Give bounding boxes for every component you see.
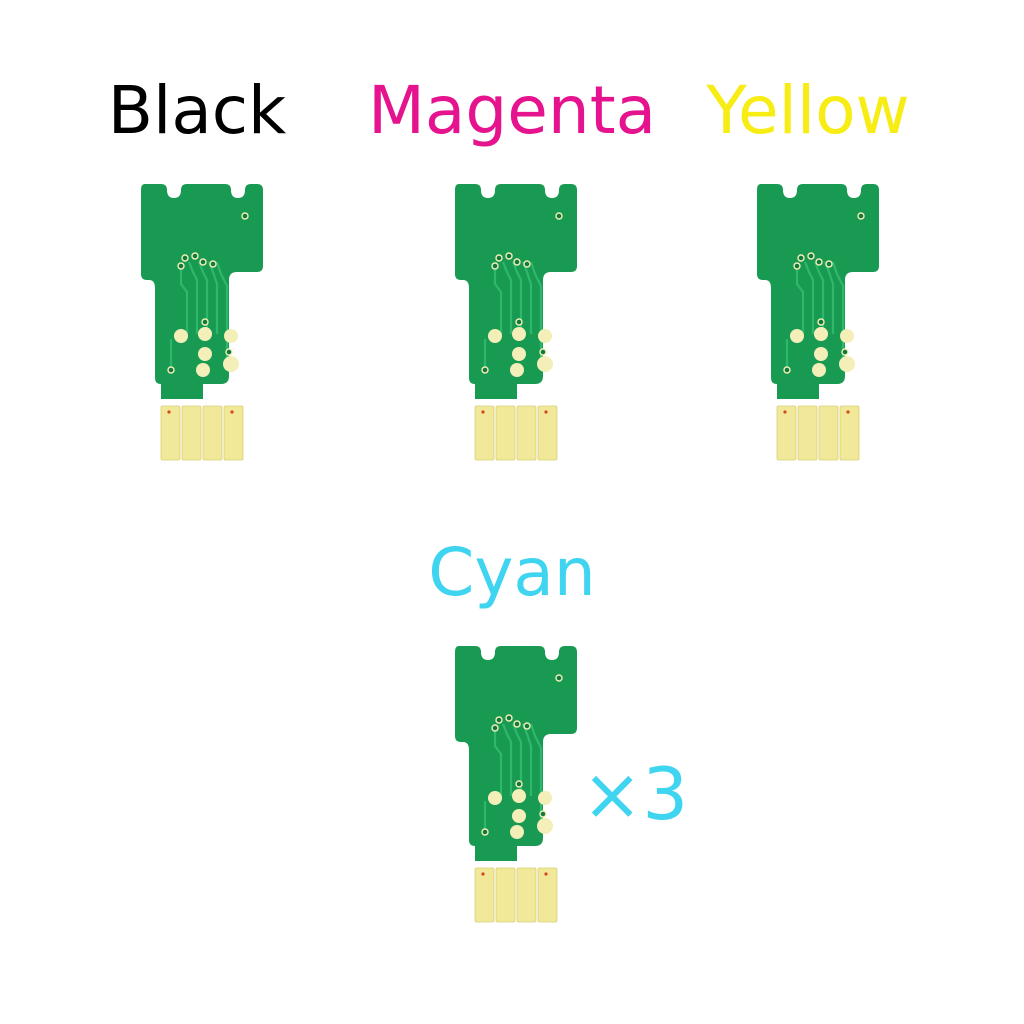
chip-yellow [755, 184, 881, 462]
chip-label-magenta: Magenta [367, 72, 657, 149]
chip-cyan [453, 646, 579, 924]
chip-black [139, 184, 265, 462]
chip-label-yellow: Yellow [706, 72, 910, 149]
chip-label-cyan: Cyan [428, 534, 596, 611]
chip-magenta [453, 184, 579, 462]
chip-label-black: Black [107, 72, 287, 149]
quantity-label: ×3 [582, 752, 689, 836]
